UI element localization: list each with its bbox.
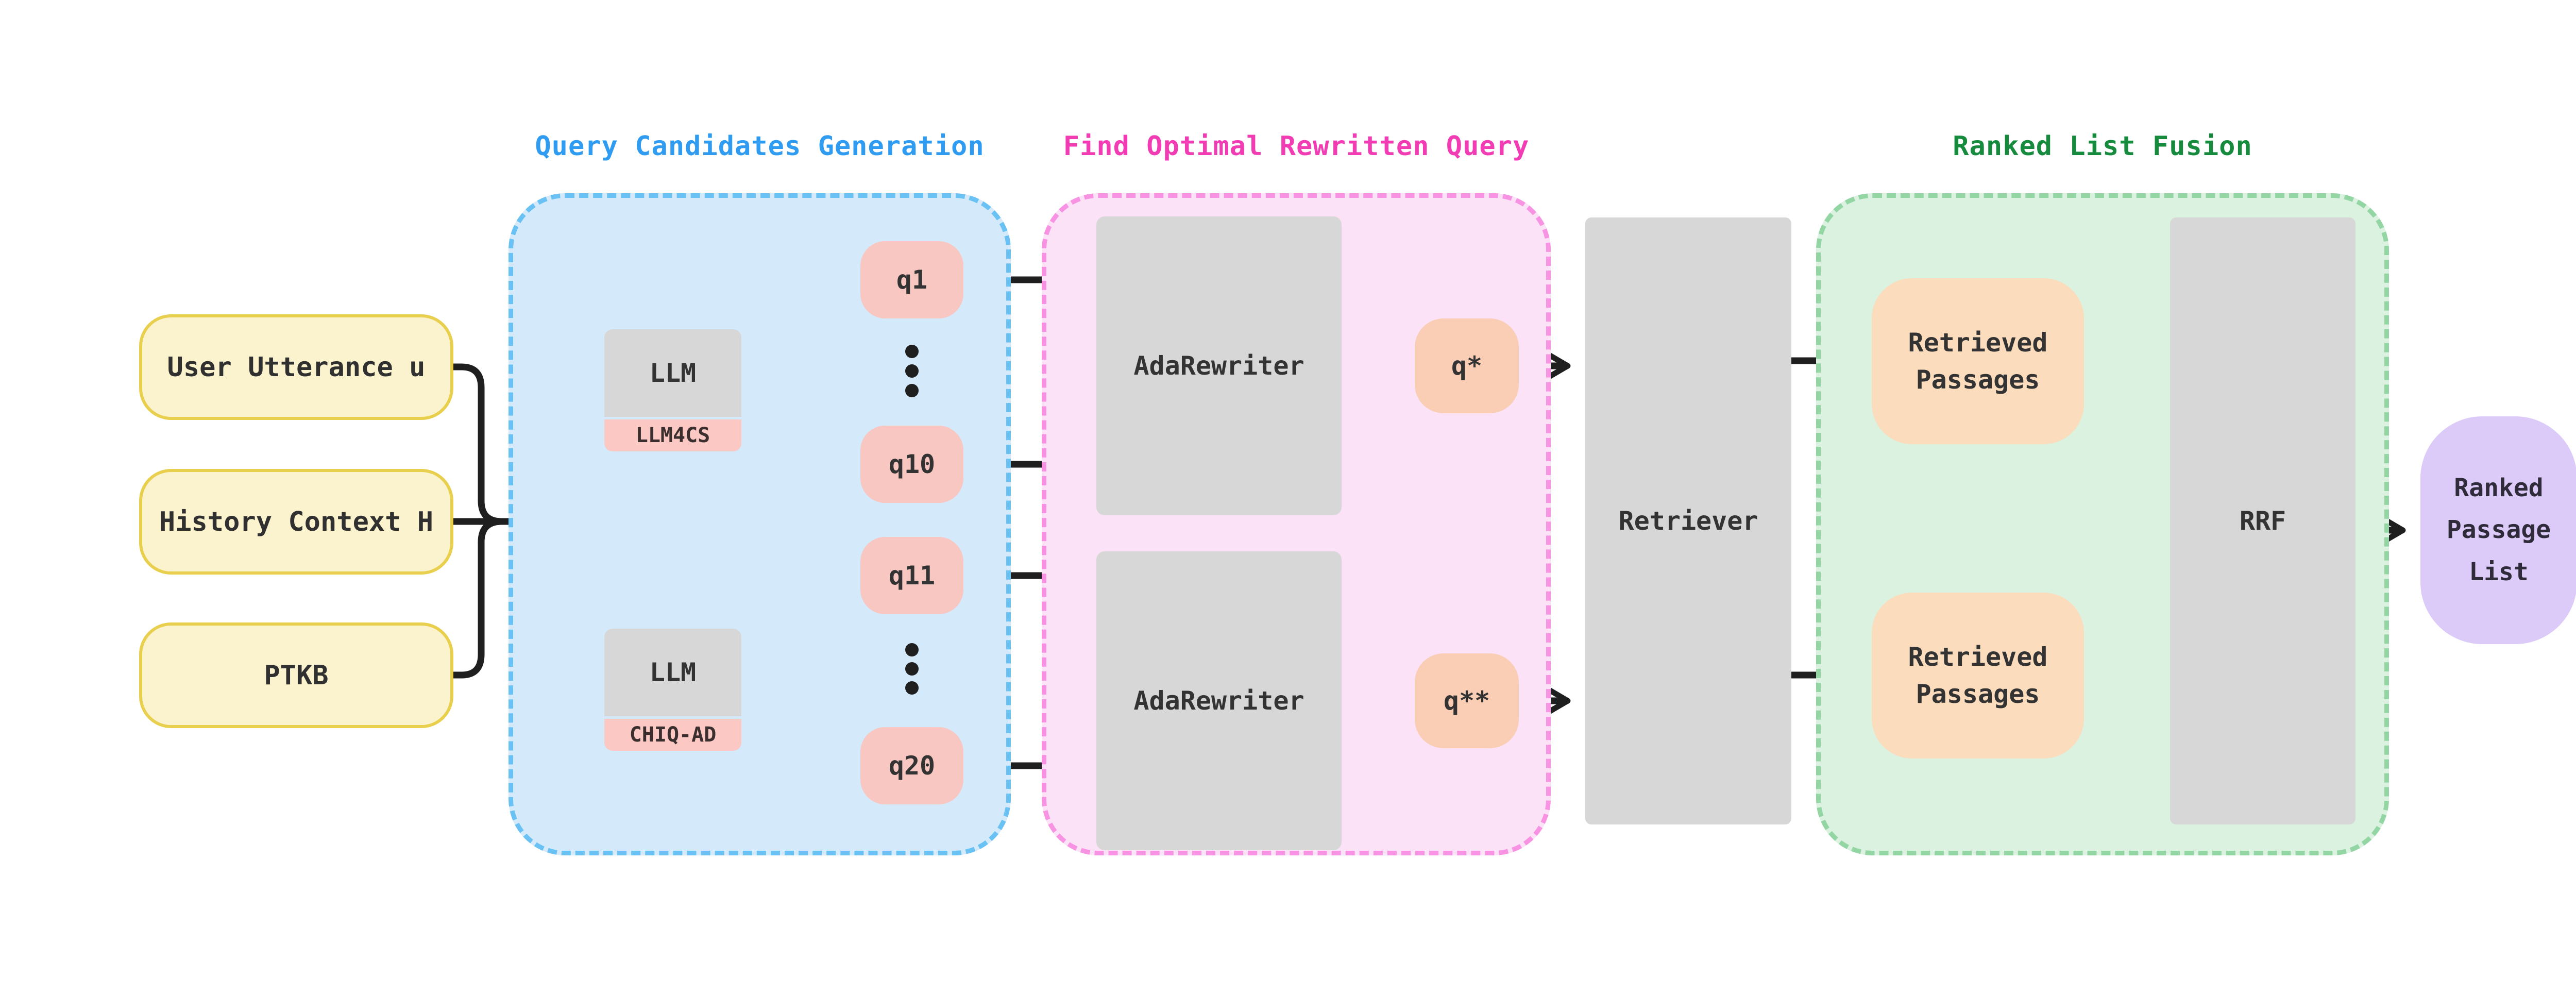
node-q-double-star: q** <box>1415 653 1519 748</box>
tag-chiq-ad: CHIQ-AD <box>604 719 741 751</box>
node-retrieved-passages-bottom: Retrieved Passages <box>1872 593 2084 759</box>
tag-llm4cs: LLM4CS <box>604 419 741 451</box>
node-adarewriter-top: AdaRewriter <box>1096 216 1342 515</box>
node-history-context: History Context H <box>139 469 453 575</box>
node-q1: q1 <box>860 241 963 318</box>
node-retriever: Retriever <box>1585 217 1791 824</box>
node-adarewriter-bottom: AdaRewriter <box>1096 551 1342 850</box>
node-rrf: RRF <box>2170 217 2355 824</box>
node-retrieved-passages-top: Retrieved Passages <box>1872 278 2084 444</box>
section-title-ranked-list-fusion: Ranked List Fusion <box>1953 131 2252 162</box>
section-title-query-candidates-generation: Query Candidates Generation <box>535 131 985 162</box>
node-q20: q20 <box>860 727 963 804</box>
node-q-star: q* <box>1415 318 1519 413</box>
section-title-find-optimal-rewritten-query: Find Optimal Rewritten Query <box>1063 131 1530 162</box>
node-user-utterance: User Utterance u <box>139 314 453 420</box>
node-llm-bottom: LLM <box>604 629 741 716</box>
node-ptkb: PTKB <box>139 622 453 728</box>
node-q10: q10 <box>860 426 963 503</box>
node-q11: q11 <box>860 537 963 614</box>
node-ranked-passage-list: Ranked Passage List <box>2420 416 2576 644</box>
node-llm-top: LLM <box>604 329 741 417</box>
